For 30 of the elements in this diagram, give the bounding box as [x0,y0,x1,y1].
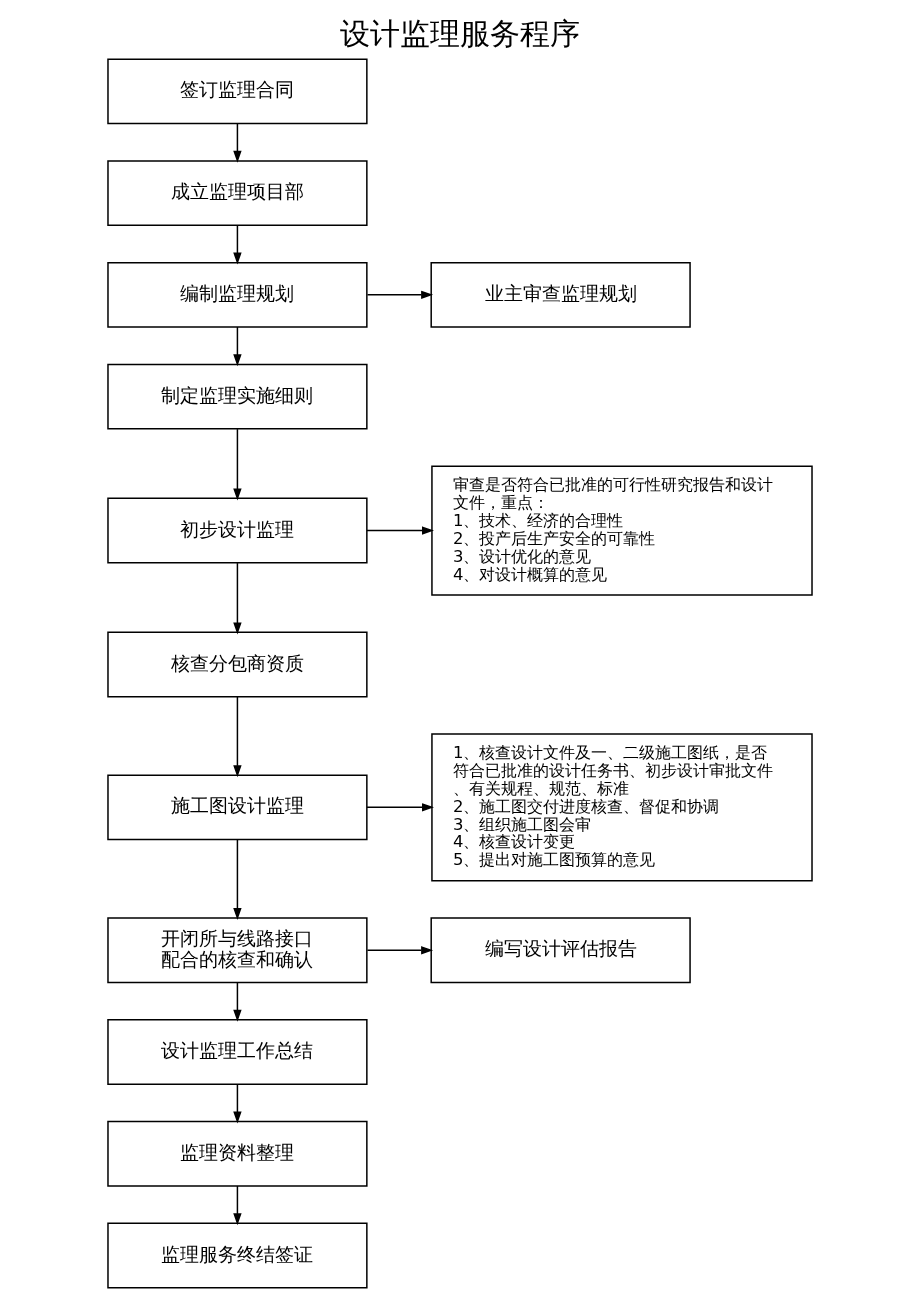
arrow [233,1185,242,1226]
node-box: 监理资料整理 [107,1120,368,1187]
node-box: 编制监理规划 [107,261,368,328]
diagram-title: 设计监理服务程序 [340,16,580,52]
node-box: 施工图设计监理 [107,774,368,841]
arrow [233,696,242,778]
arrow [366,526,434,535]
node-box: 设计监理工作总结 [107,1019,368,1085]
arrow [366,803,434,812]
node-box: 核查分包商资质 [107,631,368,698]
node-box: 初步设计监理 [107,497,368,564]
arrow [233,839,242,921]
arrow [233,981,242,1022]
node-box: 审查是否符合已批准的可行性研究报告和设计文件，重点： 1、技术、经济的合理性 2、投产后生产安全的可靠性 3、设计优化的意见 4、对设计概算的意见 [431,465,813,596]
arrow [233,562,242,635]
node-box: 签订监理合同 [107,58,368,125]
node-box: 开闭所与线路接口配合的核查和确认 [107,917,368,984]
node-box: 监理服务终结签证 [107,1222,368,1289]
node-box: 1、核查设计文件及一、二级施工图纸，是否符合已批准的设计任务书、初步设计审批文件、有关规程、规范、标准 2、施工图交付进度核查、督促和协调 3、组织施工图会审 4、核查设计变更 5、提出对施工图预算的意见 [431,733,813,882]
node-box: 制定监理实施细则 [107,363,368,430]
arrow [233,326,242,367]
node-box: 业主审查监理规划 [430,261,691,328]
arrow [233,428,242,501]
arrow [233,224,242,265]
arrow [366,290,434,300]
arrow [233,122,242,163]
node-box: 成立监理项目部 [107,160,368,227]
arrow [366,946,434,955]
arrow [233,1083,242,1124]
node-box: 编写设计评估报告 [430,917,691,984]
